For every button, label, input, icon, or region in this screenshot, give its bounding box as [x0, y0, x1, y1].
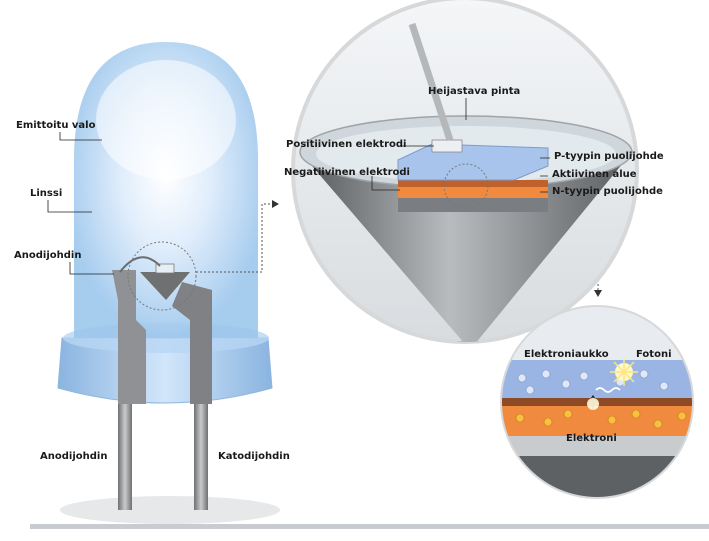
- mini-chip: [155, 263, 175, 274]
- chip-base: [398, 196, 548, 212]
- bond-wire-big: [408, 22, 454, 142]
- label-anode-lead: Anodijohdin: [40, 451, 108, 462]
- holes: [517, 369, 669, 395]
- anode-leg: [118, 400, 132, 510]
- electrons: [515, 409, 687, 429]
- positive-electrode-pad: [431, 139, 463, 153]
- label-negative-electrode: Negatiivinen elektrodi: [284, 167, 410, 178]
- leader-lens: [47, 200, 92, 213]
- leader-emitted: [59, 132, 102, 141]
- led-glow: [96, 60, 236, 180]
- label-hole: Elektroniaukko: [524, 349, 609, 360]
- active-layer: [398, 180, 548, 187]
- label-p-type: P-tyypin puolijohde: [554, 151, 664, 162]
- reflector-cup: [140, 272, 190, 300]
- p-layer-top: [397, 143, 549, 181]
- connector-arrow-1: [272, 200, 279, 208]
- connector-led-to-cup: [196, 203, 272, 273]
- label-reflective-surface: Heijastava pinta: [428, 86, 521, 97]
- junction-n-layer: [502, 406, 692, 436]
- detail-highlight-circle: [127, 241, 197, 311]
- label-cathode-lead: Katodijohdin: [218, 451, 290, 462]
- bond-wire: [119, 256, 161, 273]
- junction-active-layer: [502, 398, 692, 406]
- junction-substrate: [502, 436, 692, 456]
- label-lens: Linssi: [30, 188, 63, 199]
- label-active-region: Aktiivinen alue: [552, 169, 637, 180]
- photon-wave: [595, 387, 621, 393]
- label-photon: Fotoni: [636, 349, 672, 360]
- photon-rays: [610, 358, 638, 386]
- cup-cone: [300, 152, 632, 342]
- cathode-post: [172, 282, 212, 404]
- chip-detail-circle: [443, 163, 489, 209]
- led-base: [57, 337, 273, 404]
- label-positive-electrode: Positiivinen elektrodi: [286, 139, 407, 150]
- n-layer: [398, 186, 548, 198]
- ground-line: [30, 524, 709, 529]
- anode-post: [112, 270, 146, 404]
- leader-anode-wire: [69, 262, 114, 275]
- junction-glow: [587, 398, 599, 410]
- connector-arrow-2: [594, 290, 602, 297]
- cathode-leg: [194, 400, 208, 510]
- label-electron: Elektroni: [566, 433, 617, 444]
- label-anode-wire: Anodijohdin: [14, 250, 82, 261]
- ground-shadow: [60, 496, 280, 524]
- label-emitted-light: Emittoitu valo: [16, 120, 96, 131]
- label-n-type: N-tyypin puolijohde: [552, 186, 663, 197]
